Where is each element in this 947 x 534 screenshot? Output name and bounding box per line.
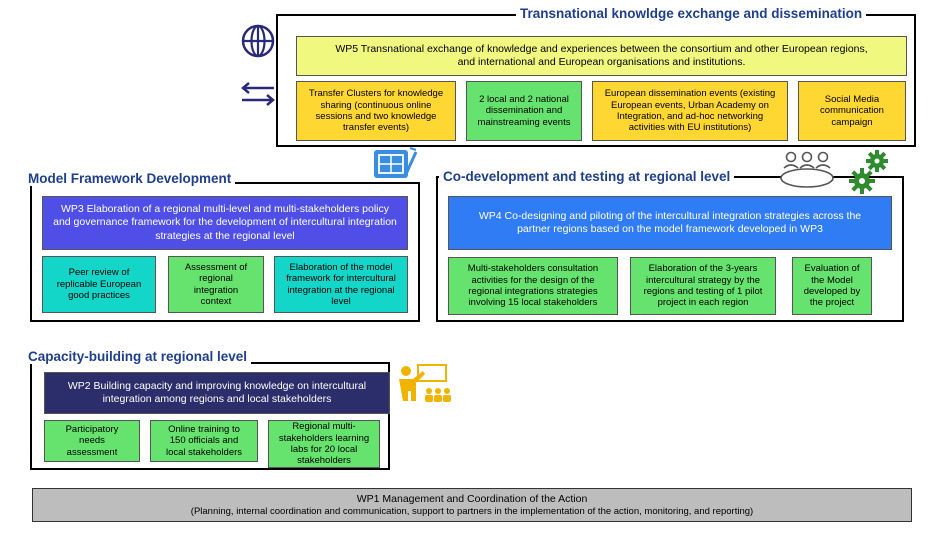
wp5-item-3: European dissemination events (existing … — [592, 81, 788, 141]
wp5-item-2: 2 local and 2 national dissemination and… — [466, 81, 582, 141]
wp5-section-title: Transnational knowldge exchange and diss… — [516, 6, 867, 21]
wp2-item-2: Online training to 150 officials and loc… — [150, 420, 258, 462]
meeting-table-icon — [780, 151, 834, 188]
wp3-section-title: Model Framework Development — [24, 171, 236, 186]
wp2-title-rule — [294, 362, 390, 364]
wp1-subtitle: (Planning, internal coordination and com… — [190, 505, 754, 517]
teacher-icon — [399, 364, 451, 402]
wp3-item-3: Elaboration of the model framework for i… — [274, 256, 408, 313]
exchange-arrows-icon — [241, 82, 275, 106]
wp5-header-box: WP5 Transnational exchange of knowledge … — [296, 36, 907, 76]
wp1-box: WP1 Management and Coordination of the A… — [32, 488, 912, 522]
wp2-section-title: Capacity-building at regional level — [24, 349, 252, 364]
blueprint-icon — [374, 147, 418, 178]
wp4-item-3: Evaluation of the Model developed by the… — [792, 257, 872, 315]
wp5-item-1: Transfer Clusters for knowledge sharing … — [296, 81, 456, 141]
wp3-header-box: WP3 Elaboration of a regional multi-leve… — [42, 196, 408, 250]
wp1-title: WP1 Management and Coordination of the A… — [356, 493, 588, 505]
wp2-item-1: Participatory needs assessment — [44, 420, 140, 462]
wp4-item-1: Multi-stakeholders consultation activiti… — [448, 257, 618, 315]
wp4-section-title: Co-development and testing at regional l… — [439, 169, 735, 184]
wp2-item-3: Regional multi-stakeholders learning lab… — [268, 420, 380, 468]
wp3-item-1: Peer review of replicable European good … — [42, 256, 156, 313]
wp4-item-2: Elaboration of the 3-years intercultural… — [630, 257, 776, 315]
globe-icon — [241, 24, 275, 58]
wp2-header-box: WP2 Building capacity and improving know… — [44, 372, 390, 414]
gears-icon — [849, 150, 888, 194]
wp3-item-2: Assessment of regional integration conte… — [168, 256, 264, 313]
wp5-item-4: Social Media communication campaign — [798, 81, 906, 141]
wp4-header-box: WP4 Co-designing and piloting of the int… — [448, 196, 892, 250]
